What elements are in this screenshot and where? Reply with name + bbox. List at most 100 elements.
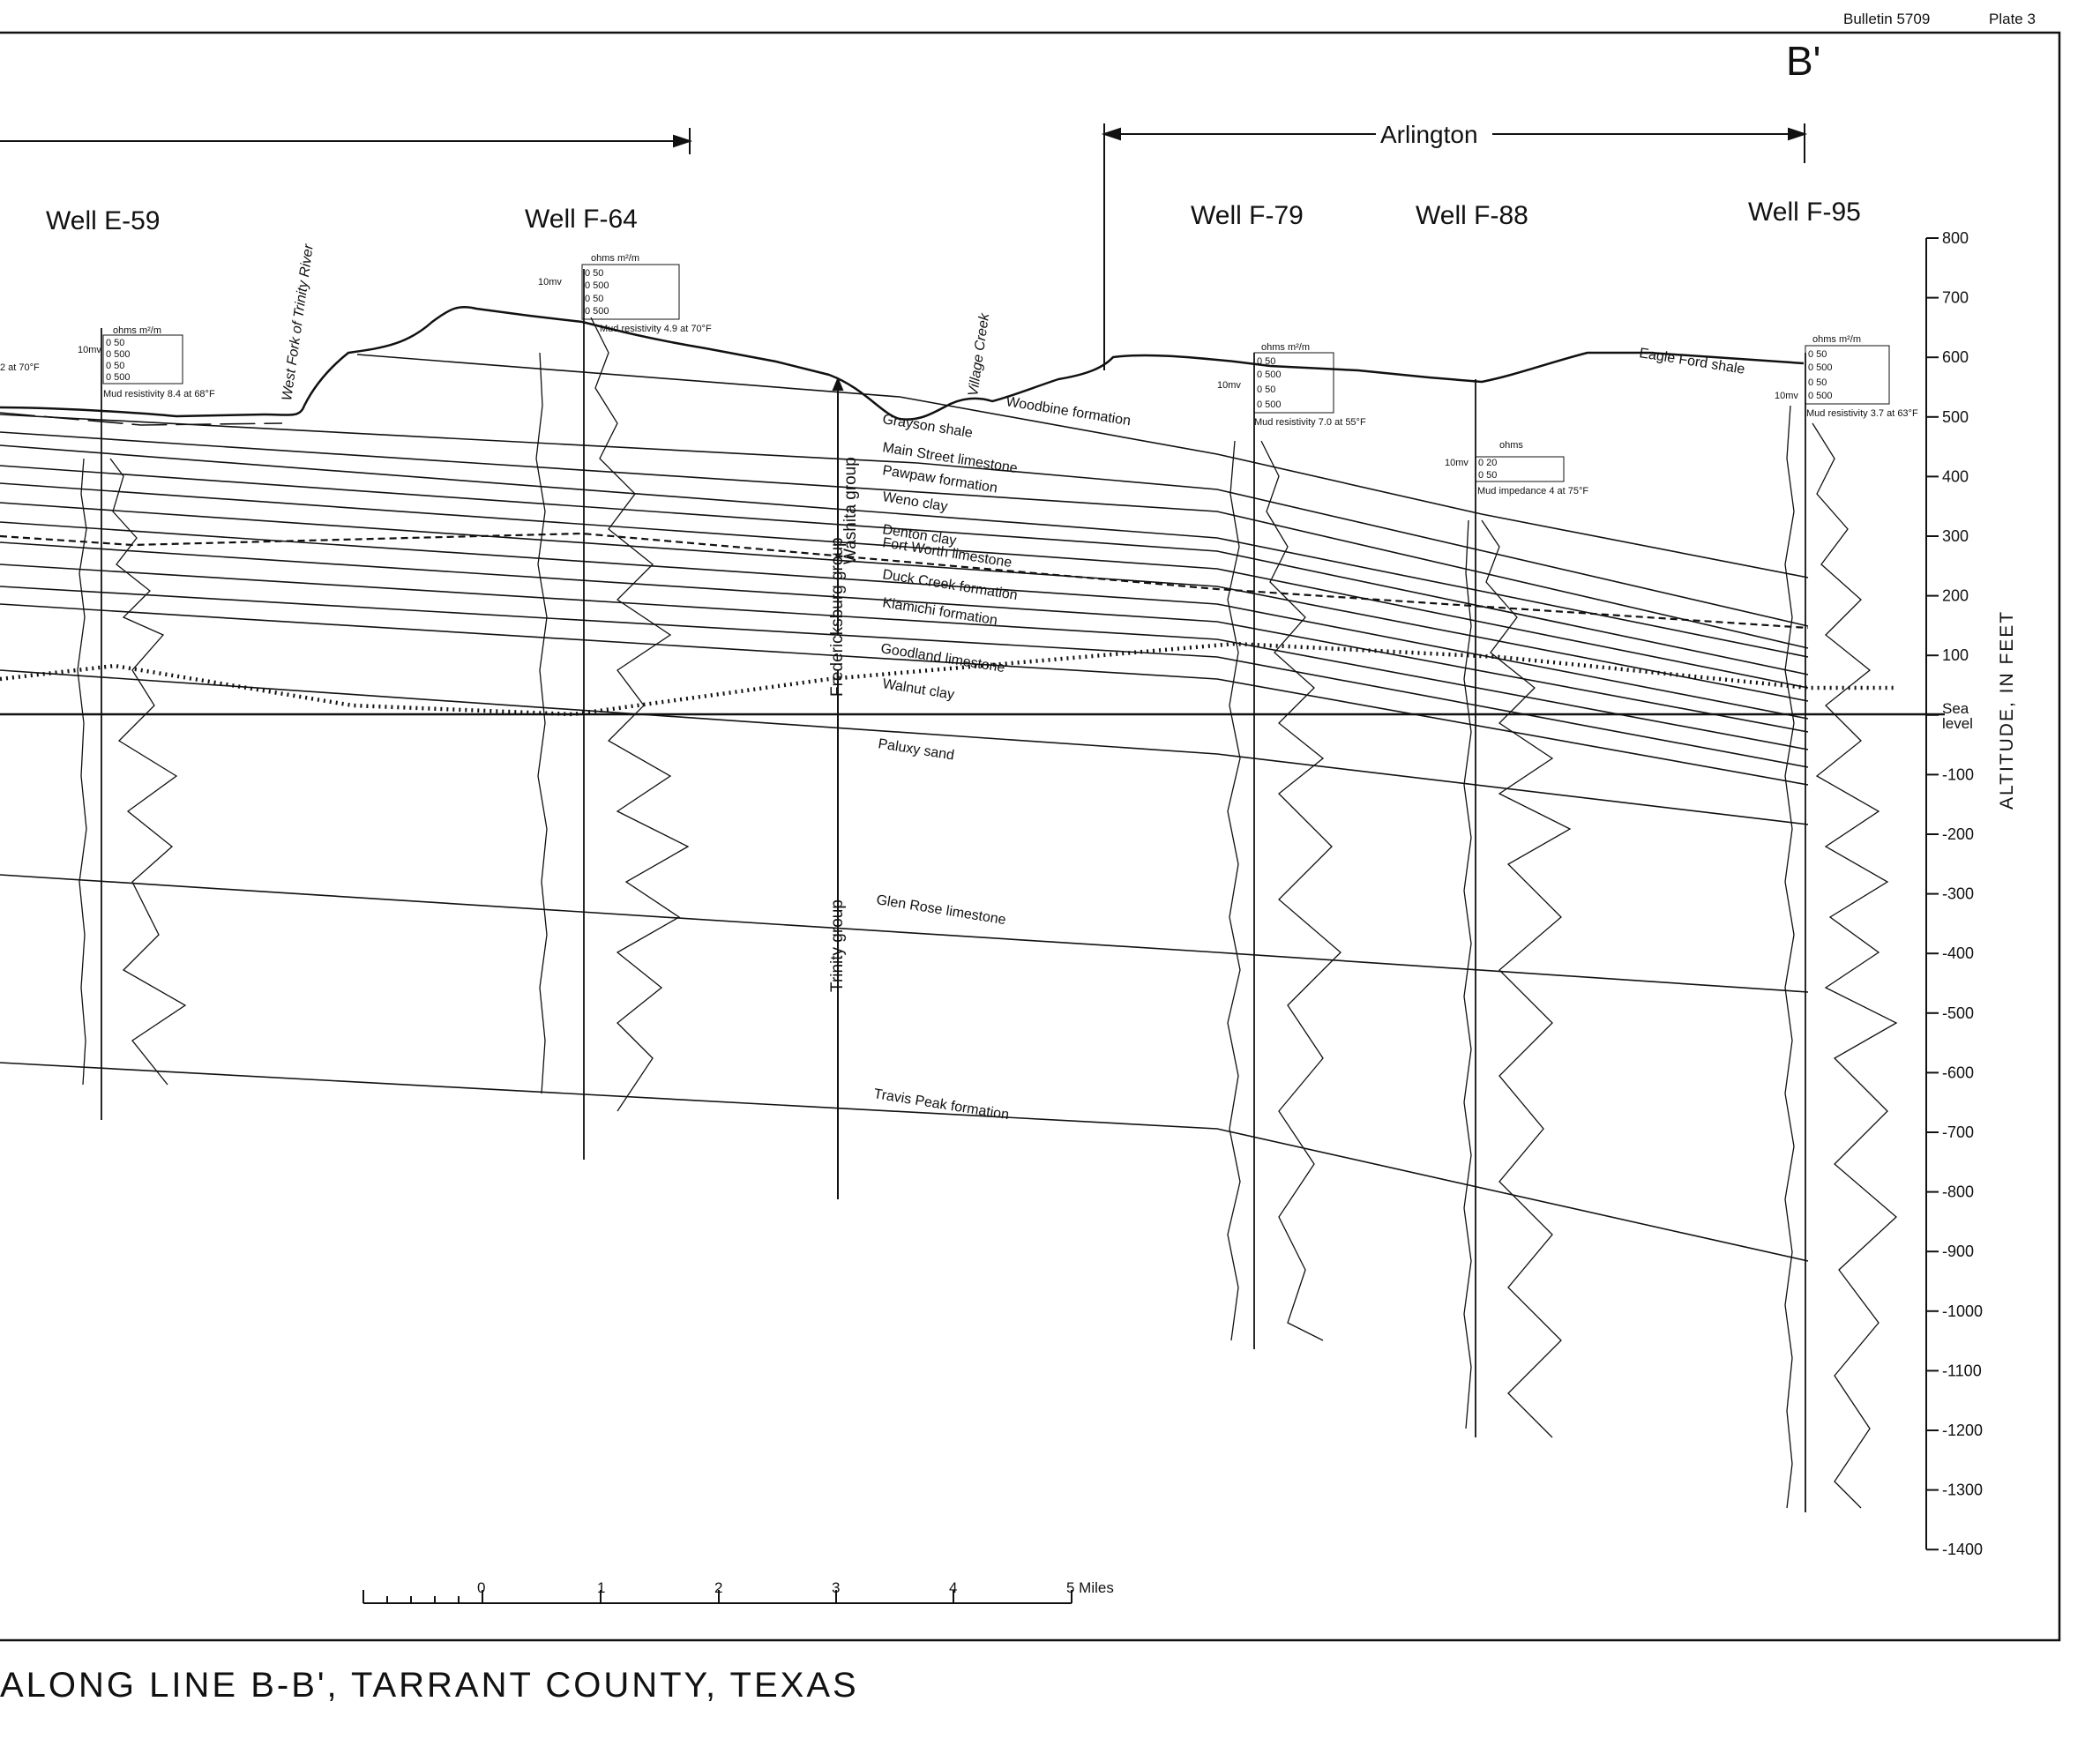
formation-boundaries [0, 354, 1809, 1262]
axis-tick-label: -600 [1942, 1064, 1974, 1081]
altitude-axis-title: ALTITUDE, IN FEET [1997, 610, 2017, 810]
log-header-f79-mv: 10mv [1217, 380, 1241, 391]
log-header-f95-mv: 10mv [1775, 391, 1798, 401]
log-header-box-e59 [102, 334, 183, 384]
log-header-box-f95 [1805, 345, 1890, 405]
axis-tick-label: -1200 [1942, 1422, 1983, 1439]
log-header-box-f64 [581, 264, 680, 320]
axis-tick-label: -300 [1942, 885, 1974, 903]
axis-tick-label: -700 [1942, 1123, 1974, 1141]
axis-tick-label: 300 [1942, 527, 1969, 545]
log-header-f79-scale2: 0 500 [1257, 369, 1282, 380]
log-header-e59-units: ohms m²/m [113, 325, 161, 336]
log-header-f95-scale4: 0 500 [1808, 391, 1833, 401]
altitude-axis-ticks: 800700600500400300200100Sealevel-100-200… [1926, 229, 1983, 1558]
mud-note-f95: Mud resistivity 3.7 at 63°F [1806, 408, 1918, 419]
log-header-e59-scale3: 0 50 [106, 361, 124, 371]
mud-note-f79: Mud resistivity 7.0 at 55°F [1254, 417, 1366, 428]
well-title-f88: Well F-88 [1416, 201, 1528, 230]
well-bores [101, 269, 1806, 1512]
bracket-left [0, 128, 693, 154]
log-header-f64-units: ohms m²/m [591, 253, 639, 264]
log-header-f64-mv: 10mv [538, 277, 562, 287]
plate-number: Plate 3 [1989, 11, 2036, 27]
formation-label-eagle-ford: Eagle Ford shale [1638, 346, 1745, 377]
axis-tick-label: 100 [1942, 646, 1969, 664]
well-title-f79: Well F-79 [1191, 201, 1304, 230]
log-header-f64-scale1: 0 50 [585, 268, 603, 279]
land-surface [0, 305, 1805, 421]
axis-tick-label: -400 [1942, 944, 1974, 962]
group-brackets [832, 377, 844, 1199]
log-header-f79-units: ohms m²/m [1261, 342, 1310, 353]
scale-label-4: 4 [949, 1579, 957, 1596]
log-header-f79-scale4: 0 500 [1257, 399, 1282, 410]
log-header-e59-mv: 10mv [78, 345, 101, 355]
log-header-f95-units: ohms m²/m [1812, 334, 1861, 345]
log-header-f64-scale2: 0 500 [585, 280, 609, 291]
log-header-f95-scale1: 0 50 [1808, 349, 1827, 360]
well-title-e59: Well E-59 [46, 206, 161, 235]
axis-tick-label: 600 [1942, 348, 1969, 366]
axis-tick-label: 200 [1942, 587, 1969, 605]
axis-tick-label: -800 [1942, 1183, 1974, 1201]
log-traces [77, 317, 1898, 1509]
axis-tick-label: -500 [1942, 1004, 1974, 1022]
log-header-box-f79 [1253, 352, 1334, 414]
log-header-e59-scale4: 0 500 [106, 372, 131, 383]
mud-note-partial-left: 2 at 70°F [0, 362, 40, 373]
mud-note-e59: Mud resistivity 8.4 at 68°F [103, 389, 215, 399]
log-header-e59-scale2: 0 500 [106, 349, 131, 360]
axis-tick-label: 800 [1942, 229, 1969, 247]
formation-label-goodland: Goodland limestone [879, 641, 1005, 675]
axis-tick-label: -1000 [1942, 1302, 1983, 1320]
well-title-f95: Well F-95 [1748, 198, 1861, 227]
log-header-f88-units: ohms [1499, 440, 1523, 451]
formation-label-paluxy: Paluxy sand [877, 736, 955, 763]
log-header-f79-scale3: 0 50 [1257, 384, 1275, 395]
bracket-arlington [1101, 123, 1808, 370]
axis-tick-label: -200 [1942, 825, 1974, 843]
axis-tick-label: 400 [1942, 467, 1969, 485]
log-header-f64-scale3: 0 50 [585, 294, 603, 304]
scale-label-5: 5 Miles [1066, 1579, 1114, 1596]
mud-note-f88: Mud impedance 4 at 75°F [1477, 486, 1588, 496]
log-header-f88-scale1: 0 20 [1478, 458, 1497, 468]
axis-tick-label: 500 [1942, 408, 1969, 426]
axis-tick-label: -1100 [1942, 1362, 1982, 1379]
well-title-f64: Well F-64 [525, 205, 638, 234]
town-label: Arlington [1380, 121, 1478, 148]
mud-note-f64: Mud resistivity 4.9 at 70°F [600, 324, 712, 334]
log-header-f79-scale1: 0 50 [1257, 356, 1275, 367]
log-header-f95-scale2: 0 500 [1808, 362, 1833, 373]
scale-label-1: 1 [597, 1579, 605, 1596]
scale-label-2: 2 [714, 1579, 722, 1596]
formation-label-kiamichi: Kiamichi formation [881, 595, 998, 628]
group-label-washita: Washita group [841, 457, 860, 564]
section-end-label: B' [1786, 38, 1820, 84]
formation-label-travis-peak: Travis Peak formation [872, 1086, 1010, 1123]
scale-label-0: 0 [477, 1579, 485, 1596]
formation-label-walnut: Walnut clay [881, 676, 955, 703]
plate-title: ALONG LINE B-B', TARRANT COUNTY, TEXAS [0, 1666, 859, 1705]
group-label-trinity: Trinity group [828, 899, 847, 992]
axis-tick-label: -900 [1942, 1243, 1974, 1260]
long-dash-contact [0, 412, 283, 426]
axis-tick-label: -100 [1942, 765, 1974, 783]
axis-tick-label: Sea [1942, 700, 1969, 717]
bulletin-number: Bulletin 5709 [1843, 11, 1930, 27]
plate-border [0, 31, 2061, 1642]
axis-tick-label: -1300 [1942, 1482, 1983, 1499]
scale-bar [362, 1590, 1072, 1604]
log-header-f64-scale4: 0 500 [585, 306, 609, 317]
log-header-f95-scale3: 0 50 [1808, 377, 1827, 388]
axis-tick-label: -1400 [1942, 1541, 1983, 1558]
river-label: West Fork of Trinity River [280, 243, 317, 401]
group-label-fredericksburg: Fredericksburg group [828, 537, 847, 697]
axis-tick-label: level [1942, 715, 1973, 732]
scale-label-3: 3 [832, 1579, 840, 1596]
log-header-f88-scale2: 0 50 [1478, 470, 1497, 481]
formation-label-woodbine: Woodbine formation [1005, 394, 1132, 429]
log-header-f88-mv: 10mv [1445, 458, 1469, 468]
formation-label-glen-rose: Glen Rose limestone [875, 892, 1006, 928]
